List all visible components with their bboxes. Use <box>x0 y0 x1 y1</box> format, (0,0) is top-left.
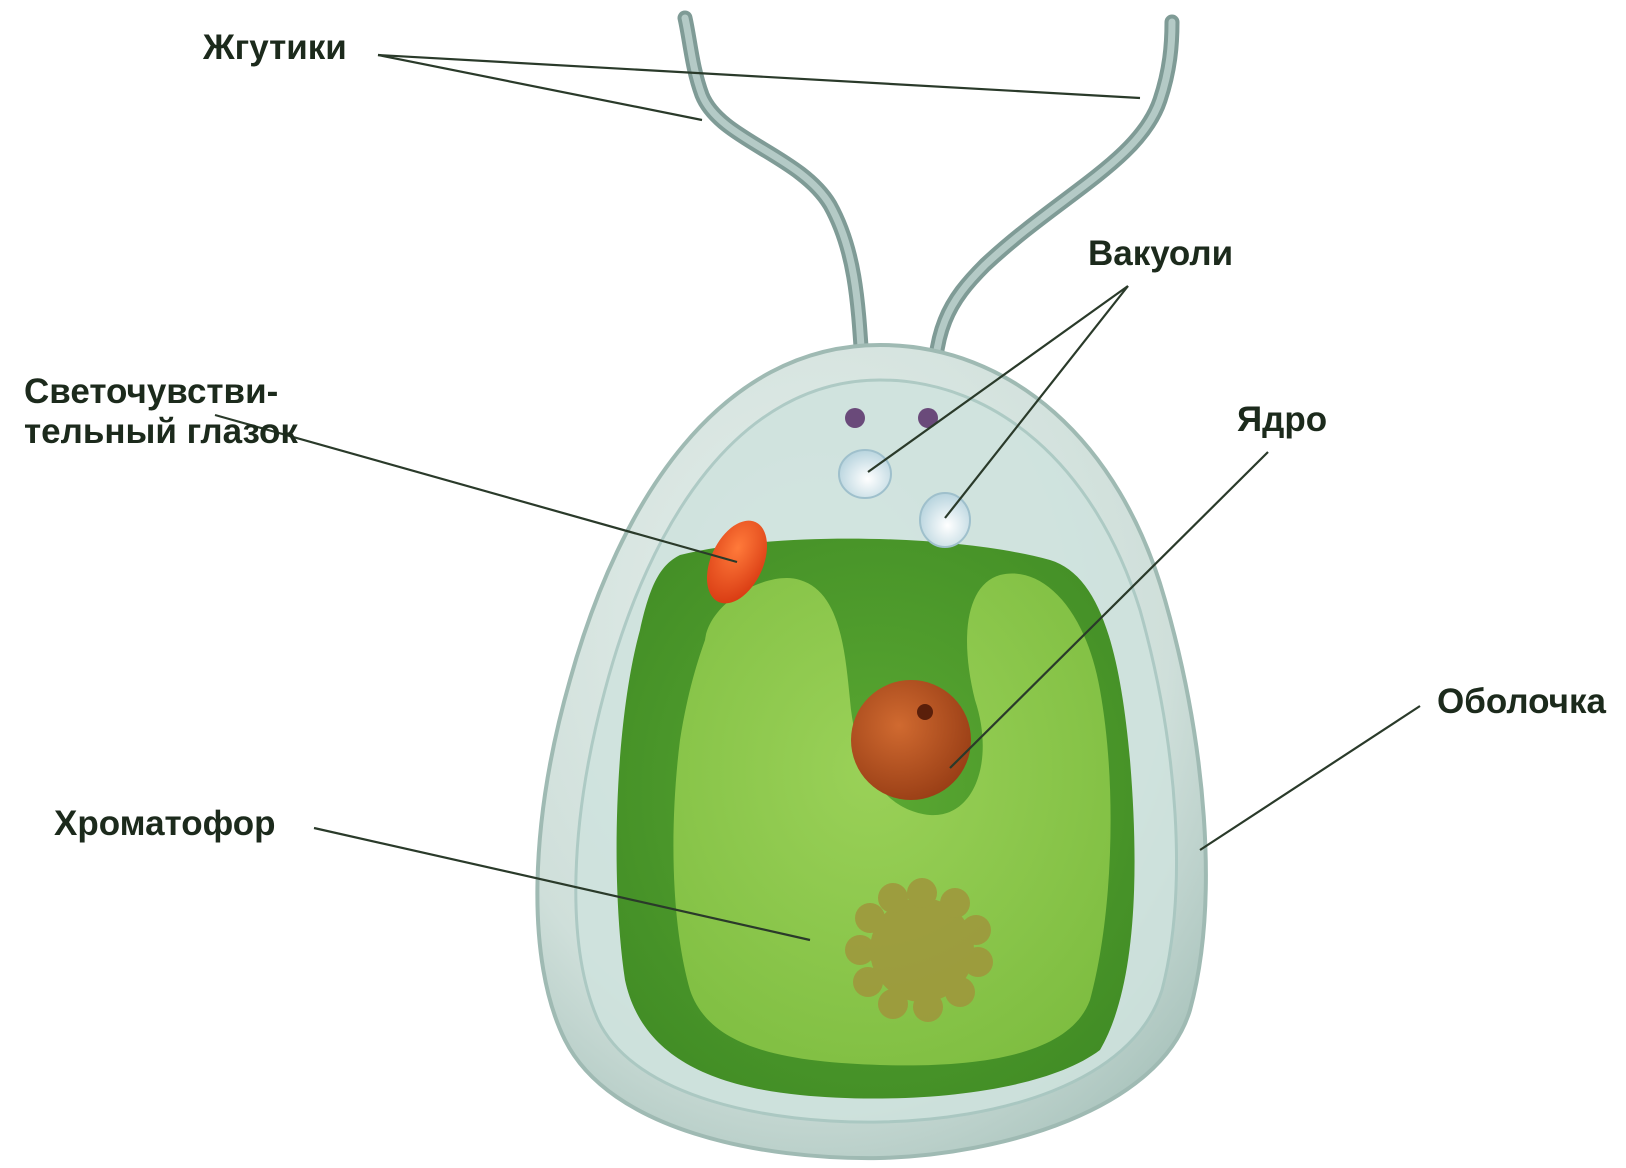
nucleolus <box>917 704 933 720</box>
vacuole-2 <box>920 493 970 547</box>
label-eyespot-line1: Светочувстви- <box>24 372 298 412</box>
label-eyespot-line2: тельный глазок <box>24 412 298 452</box>
label-vacuoles: Вакуоли <box>1088 234 1233 274</box>
label-membrane: Оболочка <box>1437 682 1606 722</box>
flagellum-right <box>934 22 1172 410</box>
label-flagella: Жгутики <box>203 28 347 68</box>
label-eyespot: Светочувстви- тельный глазок <box>24 372 298 452</box>
label-nucleus: Ядро <box>1237 400 1327 440</box>
nucleus <box>851 680 971 800</box>
basal-body-left <box>845 408 865 428</box>
vacuole-1 <box>839 450 891 498</box>
flagellum-left <box>685 18 862 362</box>
leader-flagella-right <box>378 55 1140 98</box>
label-chromatophore: Хроматофор <box>54 804 276 844</box>
leader-membrane <box>1200 706 1420 850</box>
